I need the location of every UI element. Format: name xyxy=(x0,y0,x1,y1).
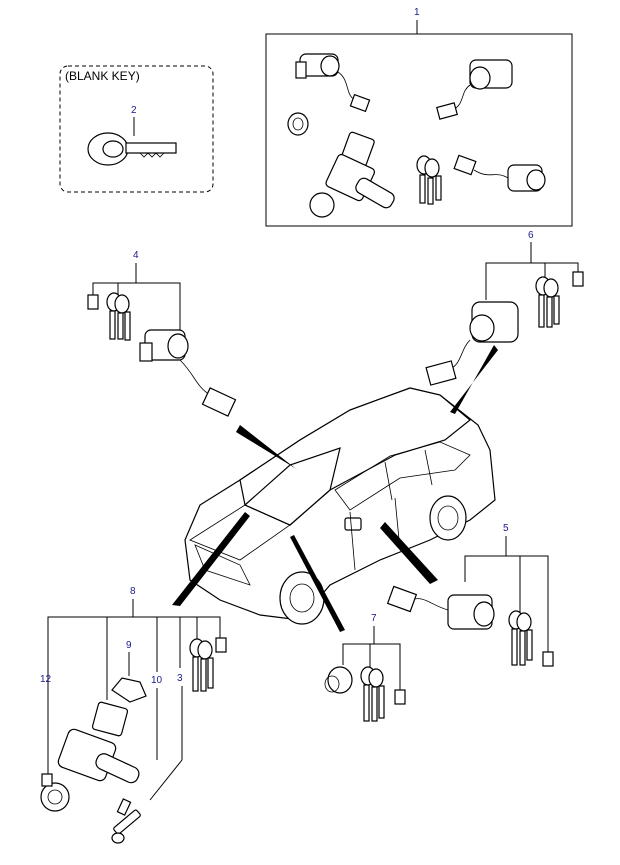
key-set-icon xyxy=(106,292,131,341)
key-tag-icon xyxy=(215,637,227,653)
key-set-icon xyxy=(189,638,214,692)
key-set-icon xyxy=(508,610,533,666)
key-set-icon xyxy=(360,666,385,722)
callout-7: 7 xyxy=(371,613,377,624)
blank-key-icon xyxy=(87,132,177,166)
callout-3: 3 xyxy=(177,673,183,684)
callout-4: 4 xyxy=(133,250,139,261)
door-lock-cylinder-icon xyxy=(425,301,519,386)
key-tag-icon xyxy=(394,689,406,705)
callout-6: 6 xyxy=(528,230,534,241)
callout-5: 5 xyxy=(503,523,509,534)
group-7-glove-box-lock: 7 xyxy=(324,613,406,722)
tailgate-lock-cylinder-icon xyxy=(386,585,495,630)
door-lock-cylinder-icon xyxy=(436,59,513,120)
callout-2: 2 xyxy=(131,105,137,116)
lock-pin-icon xyxy=(111,798,141,844)
group-8-ignition-assembly: 8 9 10 3 12 xyxy=(40,586,227,844)
key-tag-icon xyxy=(87,294,99,310)
key-tag-icon xyxy=(542,651,554,667)
spring-icon xyxy=(41,773,53,787)
group-5-tailgate-lock: 5 xyxy=(386,523,554,667)
glove-box-cylinder-icon xyxy=(324,666,353,694)
blank-key-group: (BLANK KEY) 2 xyxy=(59,65,214,193)
door-lock-cylinder-icon xyxy=(295,53,371,113)
group-4-door-lock: 4 xyxy=(87,250,237,417)
trunk-lock-cylinder-icon xyxy=(453,154,546,192)
callout-10: 10 xyxy=(151,675,163,686)
key-set-icon xyxy=(535,276,560,328)
callout-8: 8 xyxy=(130,586,136,597)
door-lock-cylinder-icon xyxy=(139,329,237,417)
ignition-lock-cylinder-icon xyxy=(309,131,395,218)
key-tag-icon xyxy=(572,271,584,287)
group-1-lock-set: 1 xyxy=(265,7,573,227)
key-set-icon xyxy=(416,155,442,205)
glove-box-cylinder-icon xyxy=(287,112,309,136)
lock-cap-icon xyxy=(111,677,147,703)
callout-9: 9 xyxy=(126,640,132,651)
callout-12: 12 xyxy=(40,674,52,685)
callout-1: 1 xyxy=(414,7,420,18)
blank-key-label: (BLANK KEY) xyxy=(65,69,140,83)
ignition-lock-cylinder-icon xyxy=(40,701,140,812)
group-6-door-lock: 6 xyxy=(425,230,584,386)
suv-vehicle-illustration xyxy=(172,345,498,632)
